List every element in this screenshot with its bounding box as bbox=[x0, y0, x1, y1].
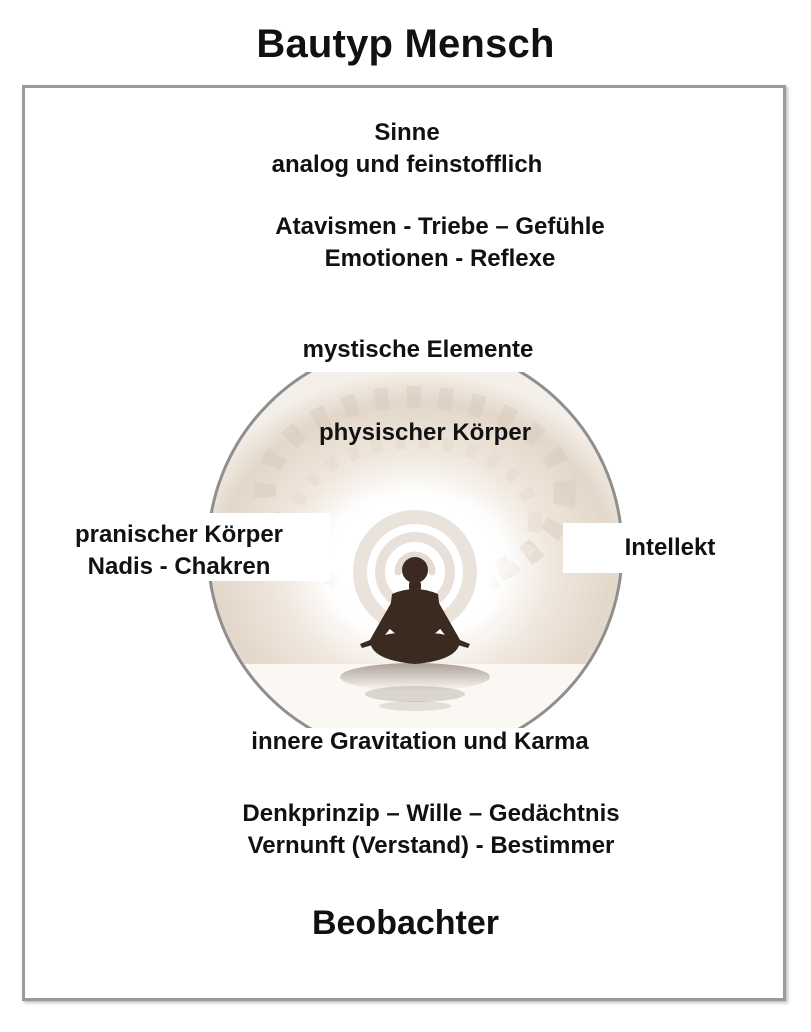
vernunft-label: Vernunft (Verstand) - Bestimmer bbox=[247, 832, 615, 859]
physischer-koerper-label: physischer Körper bbox=[318, 419, 532, 446]
mystische-elemente-label: mystische Elemente bbox=[302, 336, 534, 363]
body-circle bbox=[202, 372, 628, 728]
innere-gravitation-label: innere Gravitation und Karma bbox=[251, 728, 589, 755]
sinne-block: Sinne analog und feinstofflich bbox=[252, 117, 562, 181]
pranischer-koerper-block: pranischer Körper Nadis - Chakren bbox=[52, 519, 306, 583]
emotionen-label: Emotionen - Reflexe bbox=[324, 245, 556, 272]
atavismen-label: Atavismen - Triebe – Gefühle bbox=[275, 213, 605, 240]
denkprinzip-label: Denkprinzip – Wille – Gedächtnis bbox=[242, 800, 620, 827]
pranischer-koerper-label: pranischer Körper bbox=[74, 521, 284, 548]
meditation-illustration bbox=[206, 372, 624, 728]
intellekt-label: Intellekt bbox=[624, 534, 716, 561]
beobachter-label: Beobachter bbox=[311, 904, 500, 942]
diagram-title: Bautyp Mensch bbox=[256, 22, 555, 66]
atavismen-block: Atavismen - Triebe – Gefühle Emotionen -… bbox=[242, 211, 638, 275]
meditating-figure-icon bbox=[360, 557, 470, 664]
left-label-backdrop bbox=[185, 513, 330, 581]
sinne-sublabel: analog und feinstofflich bbox=[271, 151, 543, 178]
denkprinzip-block: Denkprinzip – Wille – Gedächtnis Vernunf… bbox=[200, 798, 662, 862]
right-label-backdrop bbox=[563, 523, 633, 573]
nadis-chakren-label: Nadis - Chakren bbox=[87, 553, 271, 580]
sinne-label: Sinne bbox=[374, 119, 440, 146]
